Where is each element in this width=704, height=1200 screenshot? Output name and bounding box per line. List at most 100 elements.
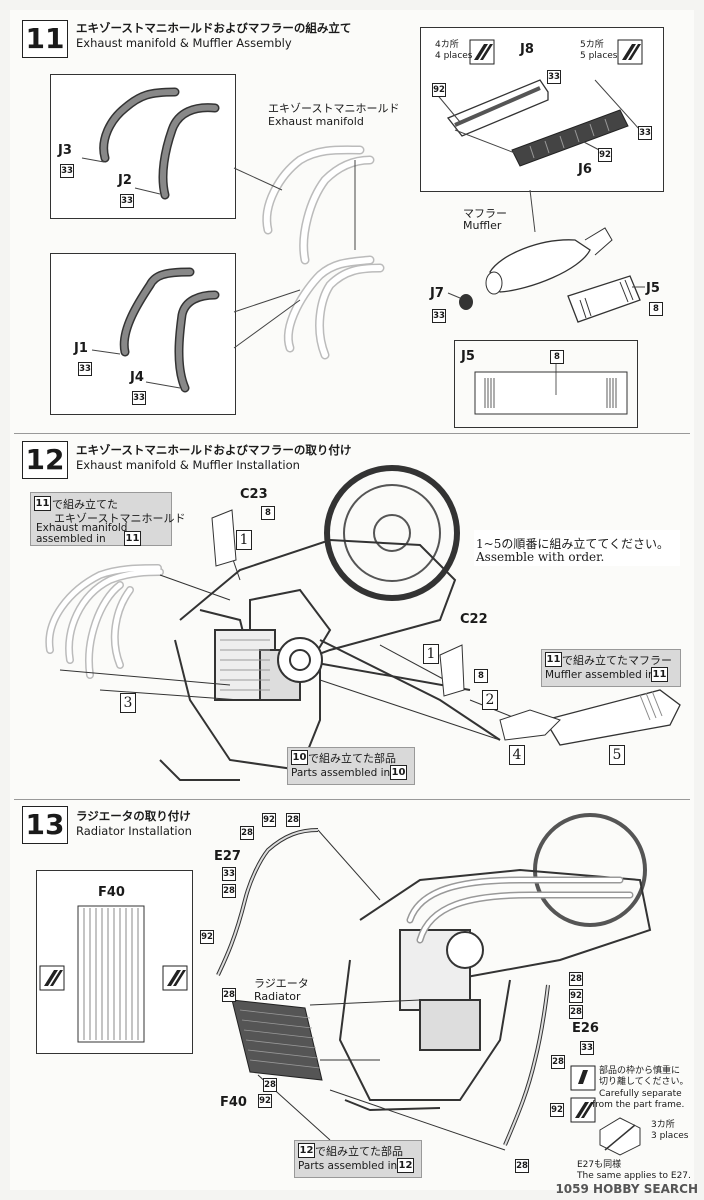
careful-note-jp-2: 切り離してください。 bbox=[599, 1077, 689, 1087]
part-label-c22: C22 bbox=[460, 612, 488, 627]
ref-92: 92 bbox=[550, 1103, 564, 1117]
step-title-jp: ラジエータの取り付け bbox=[76, 809, 191, 823]
ref-28: 28 bbox=[222, 988, 236, 1002]
manifold-note-en: Exhaust manifold bbox=[36, 522, 128, 534]
muffler-note-en: Muffler assembled in bbox=[545, 669, 655, 681]
manifold-box-lower bbox=[50, 253, 236, 415]
ref-28: 28 bbox=[515, 1159, 529, 1173]
part-label-j4: J4 bbox=[130, 370, 144, 385]
order-number: 5 bbox=[609, 745, 625, 765]
step-ref-box: 10 bbox=[390, 765, 407, 780]
ref-28: 28 bbox=[569, 972, 583, 986]
order-number: 1 bbox=[423, 644, 439, 664]
ref-8: 8 bbox=[649, 302, 663, 316]
part-label-e27: E27 bbox=[214, 849, 241, 864]
ref-8: 8 bbox=[550, 350, 564, 364]
order-instruction-en: Assemble with order. bbox=[476, 550, 605, 564]
manifold-label-en: Exhaust manifold bbox=[268, 115, 364, 128]
part-label-j5: J5 bbox=[646, 281, 660, 296]
careful-note-en: Carefully separate bbox=[599, 1089, 682, 1099]
part-label-j3: J3 bbox=[58, 143, 72, 158]
watermark: 1059 HOBBY SEARCH bbox=[555, 1182, 698, 1196]
places-note-en: 3 places bbox=[651, 1131, 689, 1141]
muffler-note-jp: で組み立てたマフラー bbox=[562, 654, 672, 667]
places-note-jp: 4カ所 bbox=[435, 40, 459, 50]
ref-28: 28 bbox=[222, 884, 236, 898]
part-label-c23: C23 bbox=[240, 487, 268, 502]
ref-92: 92 bbox=[569, 989, 583, 1003]
ref-28: 28 bbox=[569, 1005, 583, 1019]
ref-92: 92 bbox=[258, 1094, 272, 1108]
part-label-j8: J8 bbox=[520, 42, 534, 57]
step-number: 12 bbox=[22, 441, 68, 479]
part-label-j7: J7 bbox=[430, 286, 444, 301]
parts-note-en: Parts assembled in bbox=[298, 1160, 398, 1172]
radiator-label-en: Radiator bbox=[254, 990, 301, 1003]
manifold-note-jp: で組み立てた bbox=[52, 498, 118, 511]
order-number: 3 bbox=[120, 693, 136, 713]
part-label-j5: J5 bbox=[461, 349, 475, 364]
part-label-f40: F40 bbox=[220, 1095, 247, 1110]
step-ref-box: 10 bbox=[291, 750, 308, 765]
section-divider bbox=[14, 799, 690, 800]
ref-28: 28 bbox=[286, 813, 300, 827]
manifold-label-jp: エキゾーストマニホールド bbox=[268, 102, 400, 115]
j5-detail-box bbox=[454, 340, 638, 428]
part-label-j1: J1 bbox=[74, 341, 88, 356]
step-number: 11 bbox=[22, 20, 68, 58]
places-note-jp: 5カ所 bbox=[580, 40, 604, 50]
careful-note-jp: 部品の枠から慎重に bbox=[599, 1066, 681, 1076]
step-title-jp: エキゾーストマニホールドおよびマフラーの取り付け bbox=[76, 443, 352, 457]
careful-note-en-2: from the part frame. bbox=[592, 1100, 685, 1110]
same-applies-jp: E27も同様 bbox=[577, 1160, 622, 1170]
same-applies-en: The same applies to E27. bbox=[577, 1171, 691, 1181]
ref-33: 33 bbox=[638, 126, 652, 140]
ref-92: 92 bbox=[200, 930, 214, 944]
ref-33: 33 bbox=[222, 867, 236, 881]
radiator-label-jp: ラジエータ bbox=[254, 977, 309, 990]
order-instruction-jp: 1~5の順番に組み立ててください。 bbox=[476, 537, 669, 551]
ref-28: 28 bbox=[240, 826, 254, 840]
ref-33: 33 bbox=[60, 164, 74, 178]
order-number: 4 bbox=[509, 745, 525, 765]
order-number: 1 bbox=[236, 530, 252, 550]
step-ref-box: 12 bbox=[298, 1143, 315, 1158]
manifold-note-en-2: assembled in bbox=[36, 533, 106, 545]
places-note-jp: 3カ所 bbox=[651, 1120, 675, 1130]
step-title-jp: エキゾーストマニホールドおよびマフラーの組み立て bbox=[76, 21, 352, 35]
muffler-label-jp: マフラー bbox=[463, 207, 507, 220]
ref-33: 33 bbox=[120, 194, 134, 208]
manifold-note-jp-2: エキゾーストマニホールド bbox=[54, 512, 186, 525]
step-ref-box: 11 bbox=[34, 496, 51, 511]
step-title-en: Exhaust manifold & Muffler Assembly bbox=[76, 36, 292, 50]
ref-33: 33 bbox=[78, 362, 92, 376]
places-note-en: 5 places bbox=[580, 51, 618, 61]
step-ref-box: 12 bbox=[397, 1158, 414, 1173]
part-label-j6: J6 bbox=[578, 162, 592, 177]
muffler-label-en: Muffler bbox=[463, 219, 502, 232]
step-ref-box: 11 bbox=[651, 667, 668, 682]
step-ref-box: 11 bbox=[124, 531, 141, 546]
manifold-assembled-note bbox=[30, 492, 172, 546]
section-divider bbox=[14, 433, 690, 434]
ref-28: 28 bbox=[263, 1078, 277, 1092]
ref-8: 8 bbox=[261, 506, 275, 520]
ref-8: 8 bbox=[474, 669, 488, 683]
ref-33: 33 bbox=[547, 70, 561, 84]
ref-33: 33 bbox=[580, 1041, 594, 1055]
order-number: 2 bbox=[482, 690, 498, 710]
ref-92: 92 bbox=[598, 148, 612, 162]
ref-92: 92 bbox=[262, 813, 276, 827]
ref-33: 33 bbox=[132, 391, 146, 405]
ref-28: 28 bbox=[551, 1055, 565, 1069]
parts-note-jp: で組み立てた部品 bbox=[315, 1145, 403, 1158]
step-title-en: Radiator Installation bbox=[76, 824, 192, 838]
ref-92: 92 bbox=[432, 83, 446, 97]
part-label-e26: E26 bbox=[572, 1021, 599, 1036]
parts-note-en: Parts assembled in bbox=[291, 767, 391, 779]
parts-note-jp: で組み立てた部品 bbox=[308, 752, 396, 765]
